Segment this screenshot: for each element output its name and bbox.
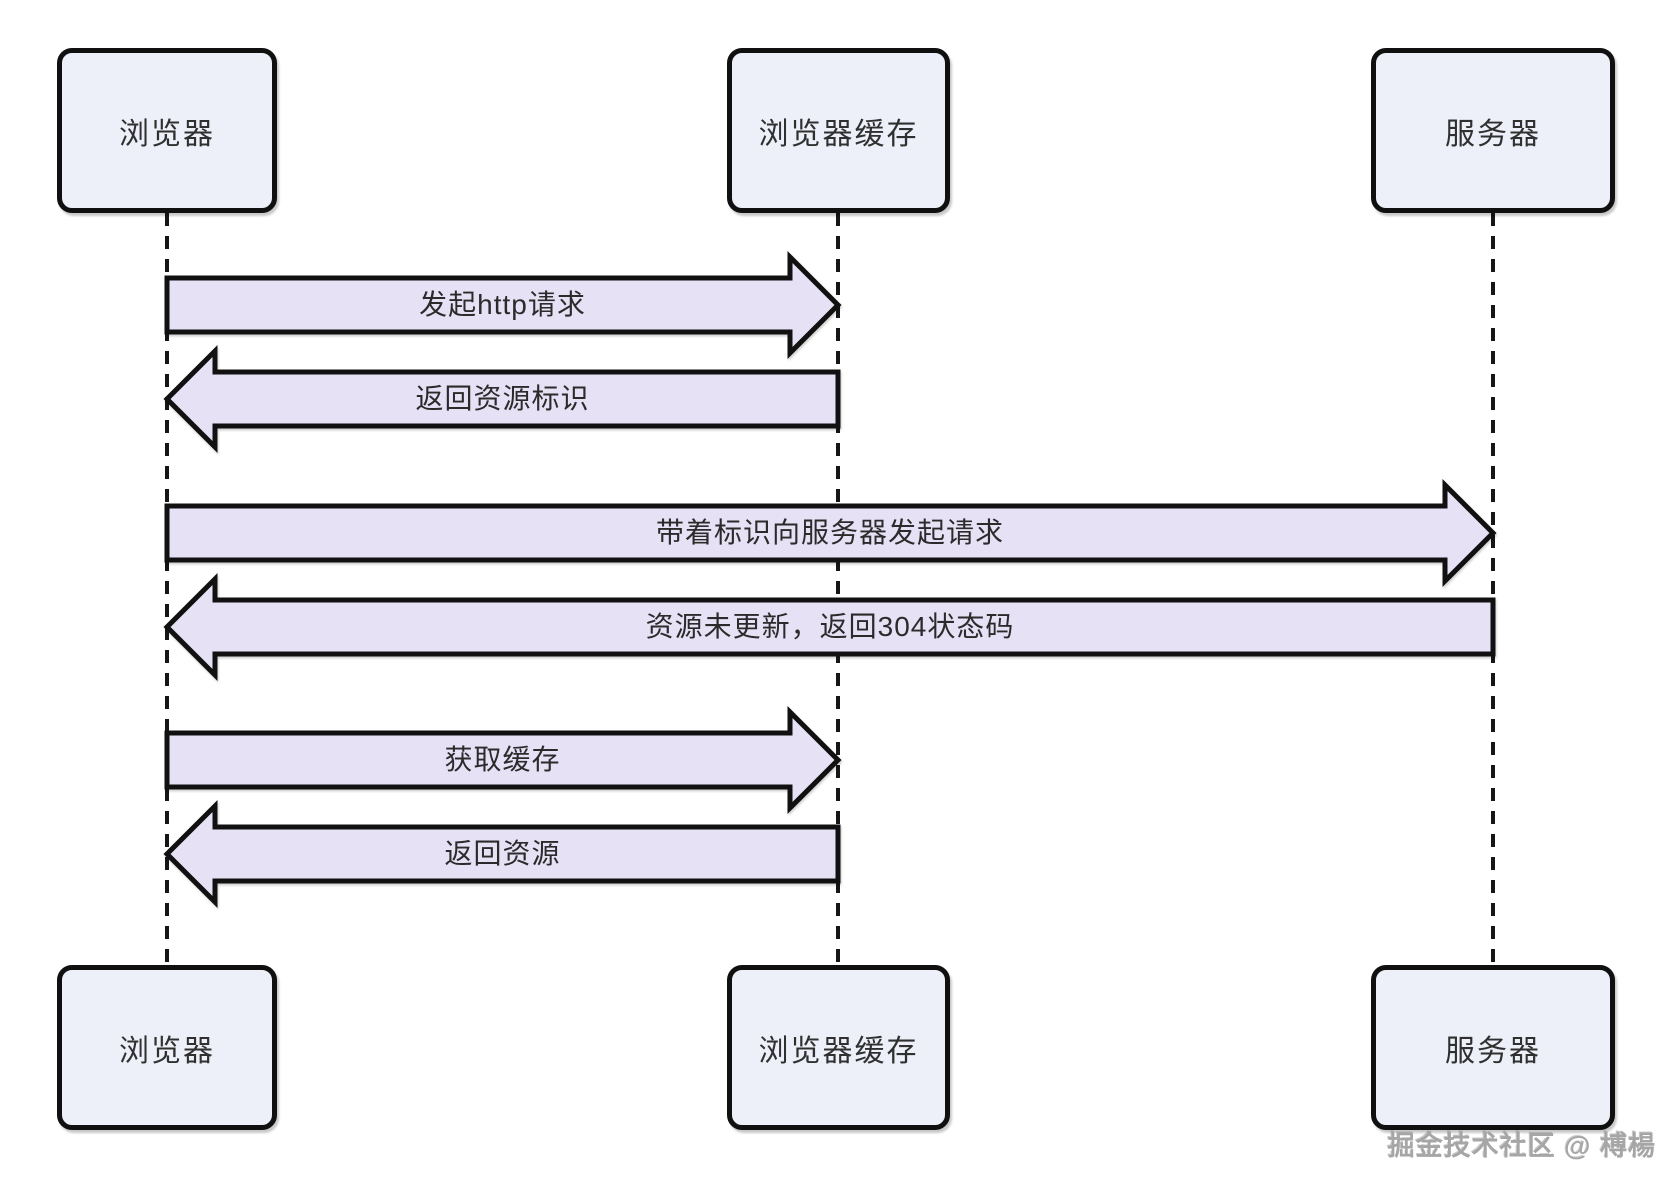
actor-box-browser-cache-bottom: 浏览器缓存 [727,965,950,1130]
actor-box-browser-top: 浏览器 [57,48,277,213]
actor-box-browser-bottom: 浏览器 [57,965,277,1130]
actor-label-browser-bottom: 浏览器 [119,1034,215,1068]
watermark: 掘金技术社区 @ 榑楊 [1387,1131,1656,1161]
arrow-left-return-resource [163,799,841,909]
arrow-right-http-request [164,250,842,360]
actor-box-browser-cache-top: 浏览器缓存 [727,48,950,213]
actor-label-browser-top: 浏览器 [119,117,215,151]
arrow-right-get-cache [164,705,842,815]
actor-label-browser-cache-bottom: 浏览器缓存 [758,1034,919,1068]
arrow-left-return-resource-id [163,344,841,454]
actor-label-server-bottom: 服务器 [1445,1034,1541,1068]
arrow-right-request-with-id [164,478,1497,588]
actor-box-server-bottom: 服务器 [1371,965,1615,1130]
arrow-left-304-response [163,572,1496,682]
actor-box-server-top: 服务器 [1371,48,1615,213]
actor-label-browser-cache-top: 浏览器缓存 [758,117,919,151]
actor-label-server-top: 服务器 [1445,117,1541,151]
